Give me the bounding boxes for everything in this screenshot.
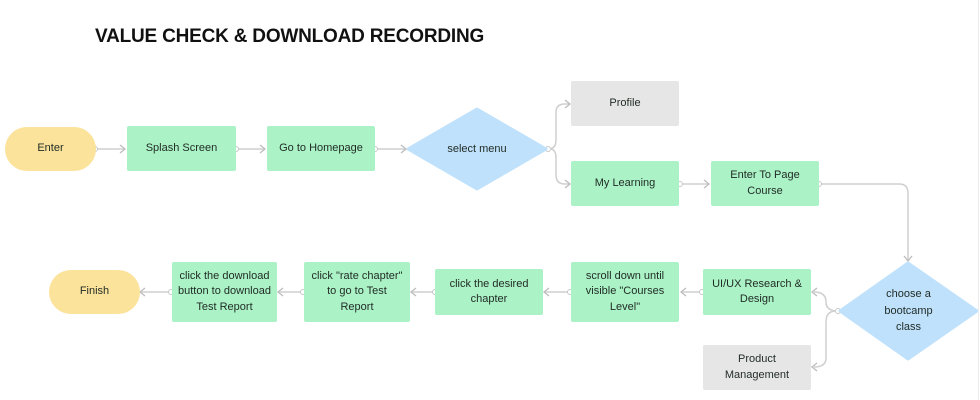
node-rate-chapter: click "rate chapter" to go to Test Repor…: [304, 262, 410, 322]
node-choose-bootcamp-class: choose a bootcamp class: [838, 261, 979, 361]
download-line-1: click the download: [179, 269, 270, 282]
canvas-edge: [978, 0, 979, 400]
decision-diamond-shape: [838, 261, 979, 361]
decision-diamond-shape: [406, 107, 548, 191]
node-go-to-homepage: Go to Homepage: [267, 126, 375, 171]
download-line-3: Test Report: [196, 300, 253, 313]
node-finish-label: Finish: [79, 285, 110, 298]
scroll-line-3: Level": [609, 300, 641, 313]
node-splash-screen: Splash Screen: [127, 126, 236, 171]
node-my-learning: My Learning: [571, 161, 679, 206]
download-line-2: button to download: [178, 285, 271, 298]
node-uiux-research-design: UI/UX Research & Design: [703, 269, 811, 315]
rate-line-1: click "rate chapter": [311, 269, 403, 282]
edge-choose-uiux: [813, 291, 839, 312]
node-enter-page-course: Enter To Page Course: [711, 161, 819, 206]
node-homepage-label: Go to Homepage: [279, 141, 363, 154]
diagram-title: VALUE CHECK & DOWNLOAD RECORDING: [95, 26, 485, 47]
node-click-desired-chapter: click the desired chapter: [435, 269, 543, 315]
node-product-management-label: Product Management: [724, 353, 790, 381]
node-profile: Profile: [571, 81, 679, 126]
node-my-learning-label: My Learning: [594, 176, 656, 189]
scroll-line-2: visible "Courses: [585, 285, 665, 298]
node-splash-label: Splash Screen: [145, 141, 218, 154]
node-enter-course-label: Enter To Page Course: [730, 169, 800, 197]
node-enter: Enter: [5, 127, 96, 171]
node-product-management: Product Management: [703, 345, 811, 390]
scroll-line-1: scroll down until: [585, 269, 665, 282]
node-select-menu: select menu: [406, 107, 548, 191]
edge-course-choose: [819, 183, 909, 260]
edge-choose-product: [813, 310, 837, 368]
node-profile-label: Profile: [609, 96, 641, 109]
uiux-line-1: UI/UX Research &: [712, 277, 802, 290]
node-scroll-down: scroll down until visible "Courses Level…: [571, 262, 679, 322]
chapter-line-2: chapter: [470, 293, 508, 305]
node-select-menu-label: select menu: [447, 142, 507, 155]
choose-class-line-1: choose a: [886, 288, 931, 301]
edge-menu-learning: [549, 148, 569, 185]
rate-line-2: to go to Test Report: [327, 285, 387, 313]
node-finish: Finish: [49, 270, 140, 314]
node-enter-label: Enter: [37, 142, 64, 155]
uiux-line-2: Design: [739, 293, 775, 305]
choose-class-line-2: bootcamp: [884, 304, 933, 317]
choose-class-line-3: class: [895, 321, 922, 334]
node-click-download: click the download button to download Te…: [172, 262, 277, 322]
chapter-line-1: click the desired: [449, 277, 529, 290]
edge-menu-profile: [547, 103, 569, 150]
